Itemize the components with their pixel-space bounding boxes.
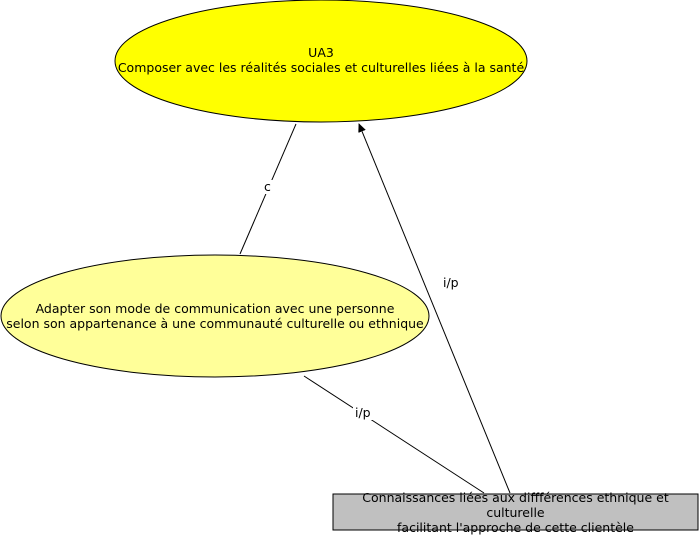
connaissances-line-2: facilitant l'approche de cette clientèle [397, 519, 634, 535]
connaissances-box[interactable] [332, 493, 699, 531]
link-ip-left-label: i/p [353, 405, 373, 420]
adapter-ellipse[interactable] [0, 254, 430, 378]
connaissances-line-1: Connaissances liées aux diffférences eth… [362, 489, 669, 520]
link-c-label: c [262, 179, 273, 194]
link-ip-right-label: i/p [441, 275, 461, 290]
adapter-node-text: Adapter son mode de communication avec u… [2, 298, 428, 334]
ua3-title: UA3 [308, 45, 334, 60]
adapter-line-1: Adapter son mode de communication avec u… [35, 301, 395, 316]
ua3-node-text: UA3 Composer avec les réalités sociales … [115, 40, 527, 80]
link-ip-left [303, 375, 485, 494]
adapter-line-2: selon son appartenance à une communauté … [6, 316, 424, 331]
link-ip-right [358, 123, 511, 494]
ua3-ellipse[interactable] [114, 0, 528, 123]
ua3-description: Composer avec les réalités sociales et c… [117, 60, 525, 75]
connaissances-node-text: Connaissances liées aux diffférences eth… [333, 490, 698, 535]
